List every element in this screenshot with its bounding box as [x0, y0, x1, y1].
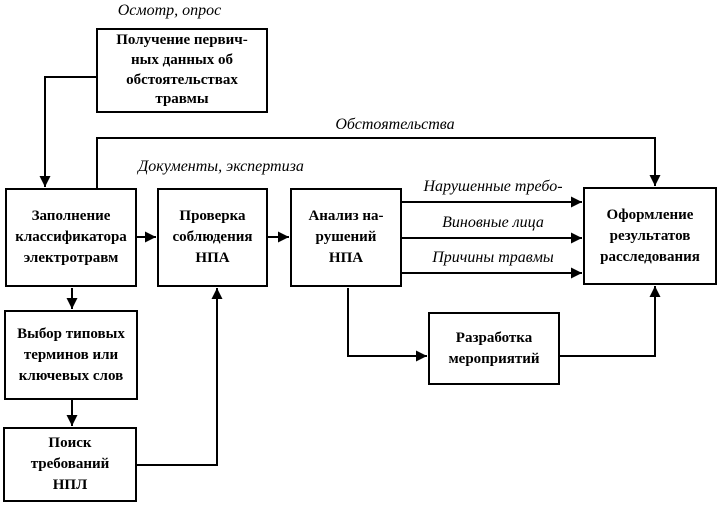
edge-label-guilty-persons: Виновные лица: [442, 214, 544, 231]
edge-label-injury-causes: Причины травмы: [432, 249, 554, 266]
node-primary-data: Получение первич- ных данных об обстояте…: [96, 28, 268, 113]
node-analyze-npa: Анализ на- рушений НПА: [290, 188, 402, 287]
edge-primary-to-classifier: [39, 76, 97, 187]
node-develop-measures: Разработка мероприятий: [428, 312, 560, 385]
node-fill-classifier: Заполнение классификатора электротравм: [5, 188, 137, 287]
node-search-requirements: Поиск требований НПЛ: [3, 427, 137, 502]
node-check-npa: Проверка соблюдения НПА: [157, 188, 268, 287]
node-document-results: Оформление результатов расследования: [583, 187, 717, 285]
node-choose-terms: Выбор типовых терминов или ключевых слов: [4, 310, 138, 400]
edge-label-violated-requirements: Нарушенные требо-: [423, 178, 563, 195]
edge-analyze-to-measures: [347, 288, 427, 362]
edge-label-inspection-survey: Осмотр, опрос: [117, 2, 222, 19]
edge-circumstances: [96, 137, 661, 189]
edge-measures-to-results: [560, 286, 661, 357]
edge-search-to-check: [137, 288, 223, 466]
edge-label-circumstances: Обстоятельства: [335, 116, 455, 133]
edge-label-documents-expertise: Документы, экспертиза: [138, 158, 304, 175]
